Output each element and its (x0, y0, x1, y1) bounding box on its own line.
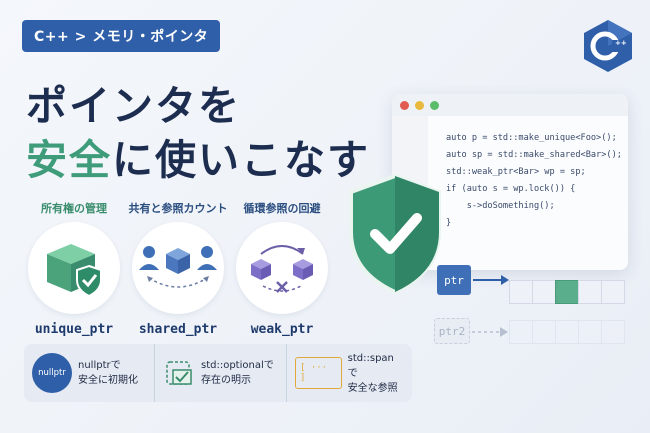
headline: ポインタを 安全に使いこなす (26, 80, 370, 188)
svg-text:++: ++ (615, 39, 627, 47)
minimize-dot-icon (415, 100, 424, 110)
feature-caption: 所有権の管理 (41, 202, 107, 215)
feature-label: shared_ptr (138, 322, 218, 337)
memory-cell (578, 320, 602, 344)
maximize-dot-icon (430, 100, 439, 110)
nullptr-icon: nullptr (32, 353, 72, 393)
span-bracket-icon: [ ··· ] (295, 357, 342, 389)
code-line: s->doSomething(); (446, 201, 555, 211)
feature-caption: 循環参照の回避 (243, 202, 321, 215)
feature-weak-ptr: 循環参照の回避 weak_ptr (232, 200, 332, 337)
feature-label: unique_ptr (34, 322, 114, 337)
dashed-arrow-icon (472, 327, 508, 337)
memory-cell (509, 320, 533, 344)
feature-circle (132, 222, 224, 314)
tip-line2: 存在の明示 (201, 375, 251, 386)
memory-cell (601, 320, 625, 344)
code-line: auto p = std::make_unique<Foo>(); (446, 133, 617, 143)
memory-cell (532, 280, 556, 304)
feature-circle (28, 222, 120, 314)
headline-accent: 安全 (26, 136, 112, 184)
breadcrumb[interactable]: C++ > メモリ・ポインタ (22, 20, 221, 52)
shield-check-icon (349, 173, 441, 295)
code-line: std::weak_ptr<Bar> wp = sp; (446, 167, 586, 177)
close-dot-icon (400, 100, 409, 110)
headline-rest: に使いこなす (112, 136, 370, 184)
memory-cell (578, 280, 602, 304)
feature-caption: 共有と参照カウント (128, 202, 228, 215)
shared-users-box-icon (139, 246, 217, 288)
memory-cells-faded (509, 320, 625, 344)
tip-line1: std::spanで (347, 352, 394, 379)
tip-line2: 安全な参照 (347, 382, 398, 394)
memory-cell (601, 280, 625, 304)
headline-line1: ポインタを (26, 82, 241, 130)
memory-cell (532, 320, 556, 344)
code-line: } (446, 218, 452, 228)
headline-line2: 安全に使いこなす (26, 132, 370, 188)
cycle-break-icon (251, 245, 313, 293)
feature-circle (236, 222, 328, 314)
memory-cell (509, 280, 533, 304)
tip-nullptr: nullptr nullptrで 安全に初期化 (24, 344, 154, 402)
memory-cell-highlighted (555, 280, 579, 304)
arrow-icon (473, 275, 509, 285)
code-line: auto sp = std::make_shared<Bar>(); (446, 150, 622, 160)
memory-cell (555, 320, 579, 344)
tip-span: [ ··· ] std::spanで 安全な参照 (286, 344, 410, 402)
tip-line2: 安全に初期化 (78, 375, 138, 386)
feature-unique-ptr: 所有権の管理 unique_ptr (24, 200, 124, 337)
feature-label: weak_ptr (250, 322, 314, 337)
feature-shared-ptr: 共有と参照カウント shared_ptr (128, 200, 228, 337)
editor-titlebar (392, 94, 628, 116)
memory-cells (509, 280, 625, 304)
code-line: if (auto s = wp.lock()) { (446, 184, 576, 194)
ptr2-box: ptr2 (434, 318, 470, 344)
code-block: auto p = std::make_unique<Foo>();auto sp… (446, 130, 622, 232)
tip-line1: nullptrで (78, 360, 121, 371)
tip-optional: std::optionalで 存在の明示 (154, 344, 286, 402)
owned-box-shield-icon (47, 244, 102, 298)
cpp-logo-icon: ++ (584, 20, 632, 72)
tip-line1: std::optionalで (201, 360, 274, 371)
ptr-box: ptr (437, 265, 471, 295)
tips-bar: nullptr nullptrで 安全に初期化 std::optionalで 存… (24, 344, 412, 402)
optional-box-check-icon (166, 361, 192, 385)
